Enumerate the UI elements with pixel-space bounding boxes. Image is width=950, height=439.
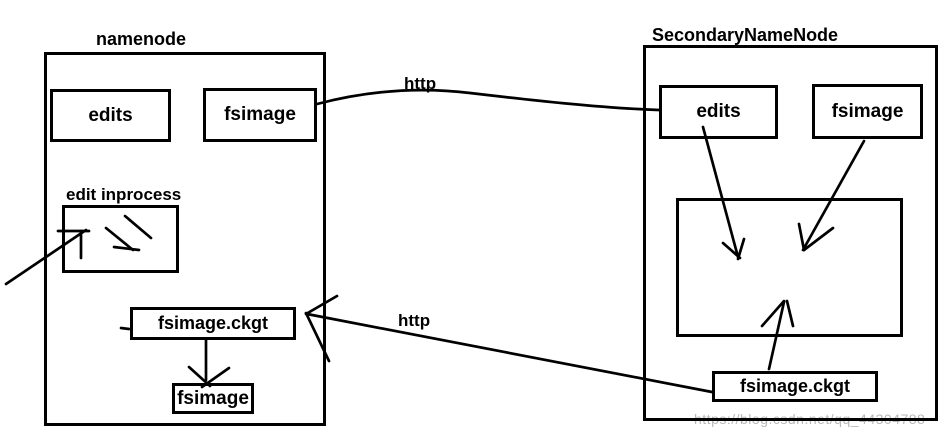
secondary-fsimage-ckgt-box: fsimage.ckgt: [712, 371, 878, 402]
namenode-fsimage-bottom-box: fsimage: [172, 383, 254, 414]
secondary-merge-box: [676, 198, 903, 337]
secondary-fsimage-box: fsimage: [812, 84, 923, 139]
secondary-namenode-container: [643, 45, 938, 421]
http-top-label: http: [404, 74, 437, 93]
namenode-fsimage-box: fsimage: [203, 88, 317, 142]
http-bottom-label: http: [398, 311, 431, 330]
secondary-edits-box: edits: [659, 85, 778, 139]
namenode-fsimage-ckgt-box: fsimage.ckgt: [130, 307, 296, 340]
http-top-connector-line: [315, 88, 661, 112]
namenode-edits-box: edits: [50, 89, 171, 142]
secondary-namenode-title: SecondaryNameNode: [652, 25, 839, 45]
namenode-title: namenode: [96, 29, 187, 49]
secondary-fsimage-ckgt-label: fsimage.ckgt: [739, 376, 851, 396]
namenode-fsimage-label: fsimage: [224, 104, 296, 125]
secondary-fsimage-label: fsimage: [831, 100, 904, 122]
namenode-edits-label: edits: [88, 104, 133, 126]
namenode-fsimage-ckgt-label: fsimage.ckgt: [157, 313, 269, 333]
edit-inprocess-label: edit inprocess: [66, 185, 182, 204]
namenode-fsimage-bottom-label: fsimage: [177, 387, 249, 409]
edit-inprocess-box: [62, 205, 179, 273]
secondary-edits-label: edits: [696, 101, 741, 122]
